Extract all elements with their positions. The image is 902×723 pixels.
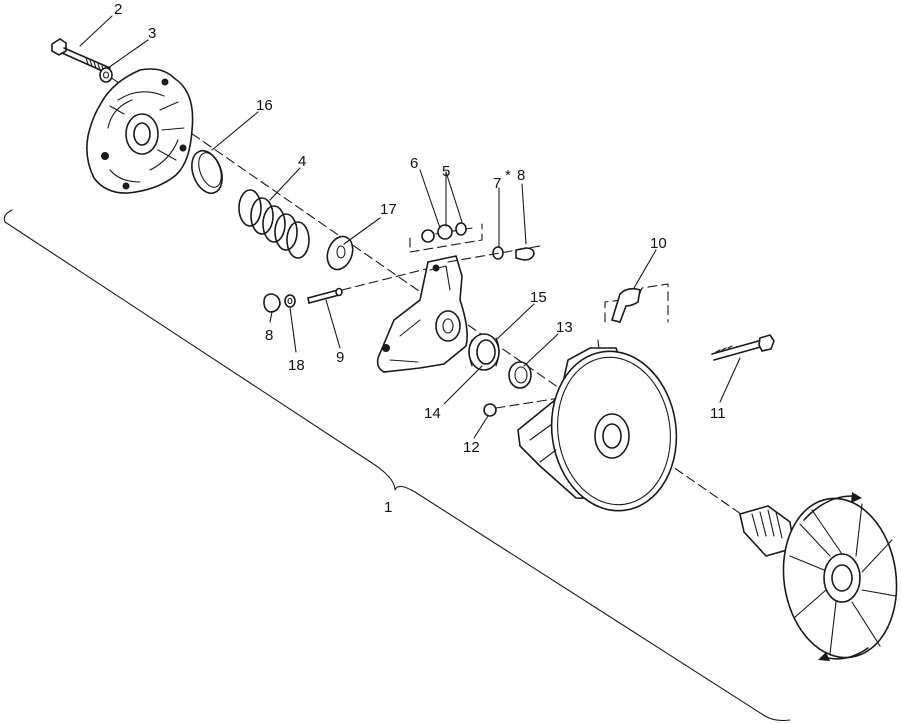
- callout-13: 13: [556, 319, 573, 336]
- leader-lines: [79, 15, 741, 439]
- callout-12: 12: [463, 439, 480, 456]
- washer-part-17: [326, 235, 354, 271]
- callout-9: 9: [336, 349, 344, 366]
- bolt-part-2: [51, 38, 111, 74]
- callout-10: 10: [650, 235, 667, 252]
- callout-15: 15: [530, 289, 547, 306]
- cap-nut-part-8-right: [515, 247, 535, 261]
- callout-6: 6: [410, 155, 418, 172]
- callout-17: 17: [380, 201, 397, 218]
- callout-18: 18: [288, 357, 305, 374]
- callout-star: *: [505, 167, 511, 184]
- callout-8-left: 8: [265, 327, 273, 344]
- washer-part-3: [99, 67, 113, 83]
- callout-3: 3: [148, 25, 156, 42]
- washer-part-18: [284, 294, 296, 308]
- callout-5: 5: [442, 163, 450, 180]
- callout-8-right: 8: [517, 167, 525, 184]
- spring-part-4: [238, 189, 310, 259]
- bolt-part-11: [711, 334, 775, 361]
- ring-part-13: [508, 361, 532, 389]
- arm-bracket: [376, 255, 468, 373]
- roller-parts-5-6: [409, 222, 483, 253]
- callout-2: 2: [114, 1, 122, 18]
- spider-cover-housing: [86, 68, 194, 194]
- callouts: 2 3 16 4 6 5 7 * 8 17 10 15 13 8 18 9 14…: [114, 1, 726, 516]
- assembly-bracket: [3, 209, 791, 722]
- parts-leader-line: [447, 245, 541, 263]
- nut-part-12: [483, 397, 561, 417]
- pin-part-9: [307, 267, 431, 304]
- callout-7: 7: [493, 175, 501, 192]
- ring-part-16: [191, 149, 223, 195]
- movable-sheave: [517, 347, 678, 512]
- bushing-part-15: [468, 333, 500, 371]
- callout-1: 1: [384, 499, 392, 516]
- fixed-sheave-fan: [739, 492, 898, 661]
- callout-11: 11: [710, 405, 726, 422]
- callout-4: 4: [298, 153, 306, 170]
- callout-14: 14: [424, 405, 441, 422]
- callout-16: 16: [256, 97, 273, 114]
- cap-nut-part-8-left: [263, 293, 281, 313]
